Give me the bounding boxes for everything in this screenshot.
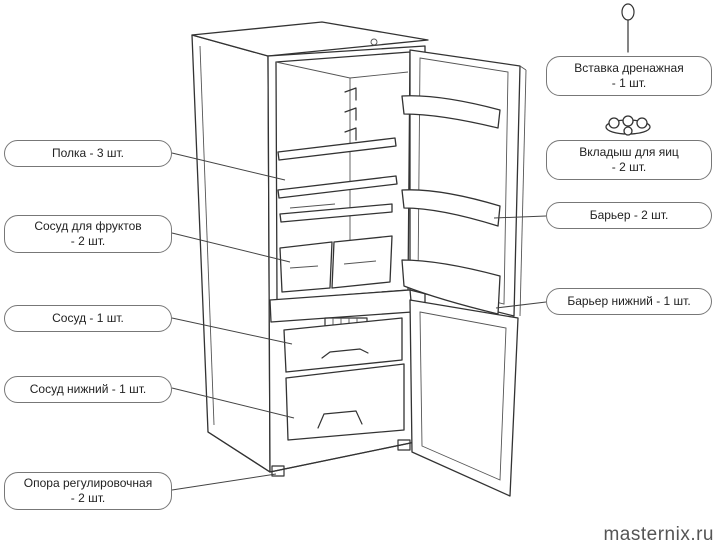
callout-fruit-bin-line1: Сосуд для фруктов [34, 219, 142, 233]
callout-drain-insert: Вставка дренажная - 1 шт. [546, 56, 712, 96]
callout-bin-text: Сосуд - 1 шт. [52, 311, 124, 325]
callout-shelf-text: Полка - 3 шт. [51, 146, 125, 160]
callout-adjustable-foot: Опора регулировочная - 2 шт. [4, 472, 172, 510]
callout-bin: Сосуд - 1 шт. [4, 305, 172, 332]
leader-lines [171, 152, 547, 491]
callout-bottom-barrier-text: Барьер нижний - 1 шт. [567, 294, 691, 308]
callout-adjustable-foot-line1: Опора регулировочная [23, 476, 153, 490]
callout-fruit-bin: Сосуд для фруктов - 2 шт. [4, 215, 172, 253]
callout-fruit-bin-line2: - 2 шт. [70, 234, 106, 248]
callout-barrier: Барьер - 2 шт. [546, 202, 712, 229]
callout-egg-tray: Вкладыш для яиц - 2 шт. [546, 140, 712, 180]
callout-bottom-bin: Сосуд нижний - 1 шт. [4, 376, 172, 403]
watermark: masternix.ru [603, 524, 714, 545]
callout-egg-tray-line1: Вкладыш для яиц [579, 145, 679, 159]
callout-bottom-barrier: Барьер нижний - 1 шт. [546, 288, 712, 315]
callout-barrier-text: Барьер - 2 шт. [589, 208, 669, 222]
refrigerator-drawing [191, 3, 651, 497]
callout-bottom-bin-text: Сосуд нижний - 1 шт. [29, 382, 147, 396]
callout-shelf: Полка - 3 шт. [4, 140, 172, 167]
callout-drain-insert-line1: Вставка дренажная [574, 61, 684, 75]
callout-egg-tray-line2: - 2 шт. [611, 160, 647, 174]
callout-drain-insert-line2: - 1 шт. [611, 76, 647, 90]
callout-adjustable-foot-line2: - 2 шт. [70, 491, 106, 505]
